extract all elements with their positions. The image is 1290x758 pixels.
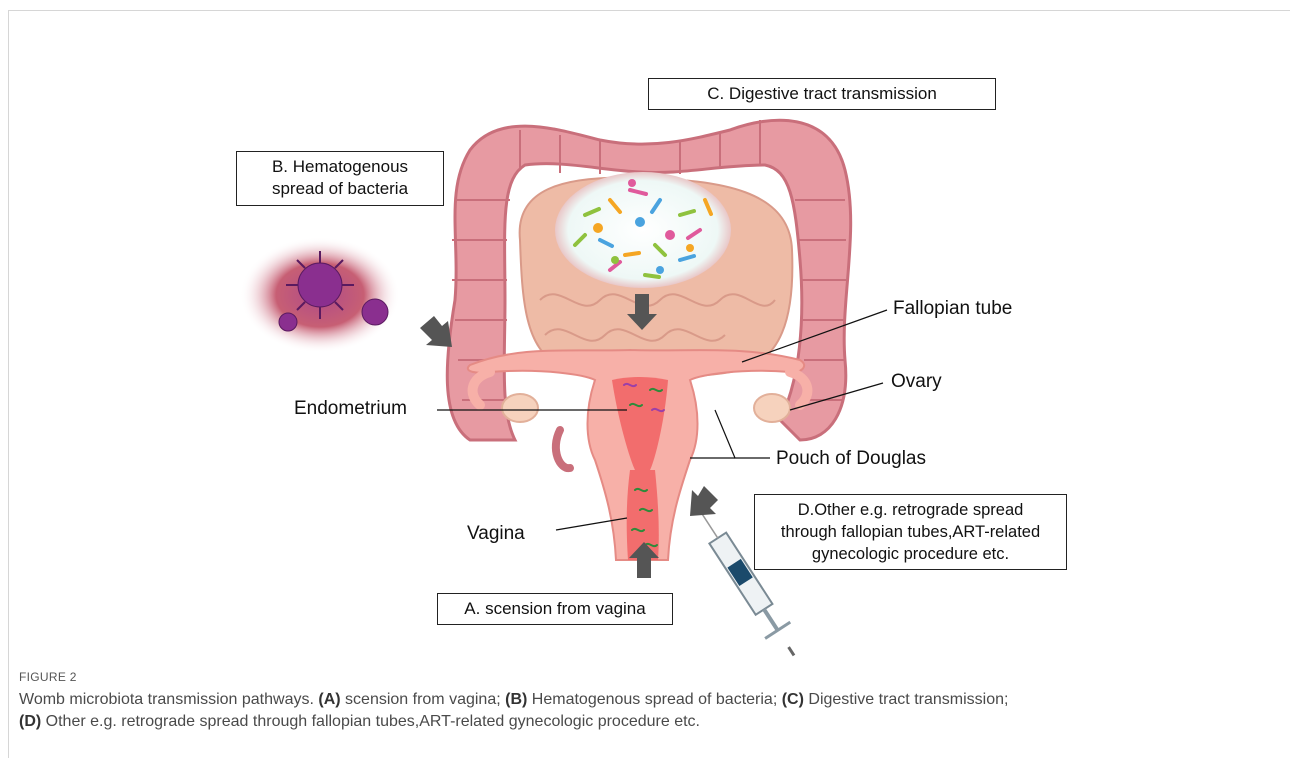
caption-key-c: (C) [782,691,804,708]
diagram-illustration [0,0,1290,660]
box-other-line2: through fallopian tubes,ART-related [755,521,1066,543]
caption-key-a: (A) [318,691,340,708]
label-vagina: Vagina [467,523,525,545]
box-other-line3: gynecologic procedure etc. [755,543,1066,565]
label-pouch-of-douglas: Pouch of Douglas [776,448,926,470]
caption-text-d: Other e.g. retrograde spread through fal… [41,713,700,730]
label-fallopian-tube: Fallopian tube [893,298,1012,320]
figure-number: FIGURE 2 [19,670,77,684]
arrow-hematogenous [420,316,452,347]
caption-text-b: Hematogenous spread of bacteria; [527,691,781,708]
box-hematogenous-line2: spread of bacteria [237,178,443,200]
caption-intro: Womb microbiota transmission pathways. [19,691,318,708]
label-ovary: Ovary [891,371,942,393]
caption-text-a: scension from vagina; [341,691,506,708]
caption-key-d: (D) [19,713,41,730]
box-hematogenous-line1: B. Hematogenous [237,156,443,178]
box-other: D.Other e.g. retrograde spread through f… [754,494,1067,570]
gut-microbiota-circle [555,172,731,288]
bacteria-image [240,237,400,353]
box-hematogenous: B. Hematogenous spread of bacteria [236,151,444,206]
box-other-line1: D.Other e.g. retrograde spread [755,499,1066,521]
arrow-retrograde [690,486,718,516]
box-digestive-tract: C. Digestive tract transmission [648,78,996,110]
caption-key-b: (B) [505,691,527,708]
caption-text-c: Digestive tract transmission; [804,691,1009,708]
label-endometrium: Endometrium [294,398,407,420]
figure-caption: Womb microbiota transmission pathways. (… [19,689,1259,733]
box-vagina-ascension: A. scension from vagina [437,593,673,625]
